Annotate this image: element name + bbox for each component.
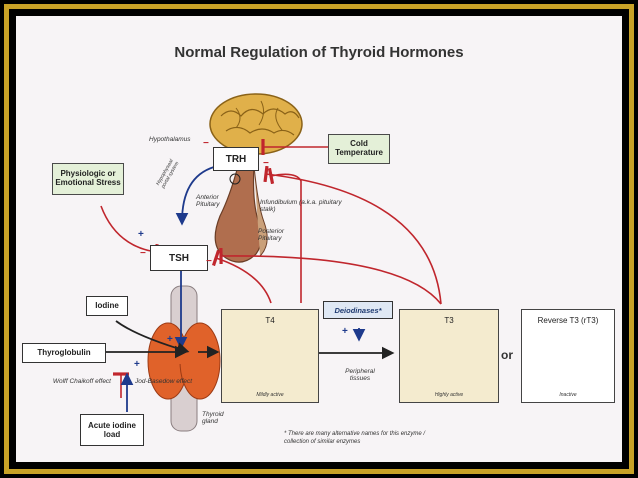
t3-subtitle: Highly active bbox=[434, 392, 464, 398]
tsh-minus-sign: − bbox=[140, 248, 146, 259]
rt3-subtitle: Inactive bbox=[559, 392, 577, 398]
cold-minus-sign: − bbox=[263, 158, 269, 169]
peripheral-tissues-label: Peripheral tissues bbox=[345, 368, 375, 383]
anterior-pituitary-label: Anterior Pituitary bbox=[196, 194, 220, 209]
trh-plus-sign: + bbox=[138, 229, 144, 240]
posterior-pituitary-label: Posterior Pituitary bbox=[258, 228, 285, 243]
thyroid-illustration bbox=[147, 285, 221, 432]
t4-subtitle: Mildly active bbox=[256, 392, 284, 398]
tsh-plus-sign: + bbox=[167, 334, 173, 345]
jod-plus-sign: + bbox=[134, 359, 140, 370]
t4-box: T4 Mildly active bbox=[221, 309, 319, 403]
stress-to-trh-line bbox=[160, 183, 170, 243]
t3-to-tsh-line bbox=[219, 247, 442, 305]
thyroglobulin-box: Thyroglobulin bbox=[22, 343, 106, 363]
t4-to-tsh-line bbox=[211, 249, 272, 304]
stress-box: Physiologic or Emotional Stress bbox=[52, 163, 124, 195]
wolff-chaikoff-label: Wolff Chaikoff effect bbox=[52, 378, 111, 385]
rt3-title: Reverse T3 (rT3) bbox=[537, 316, 599, 325]
t4-title: T4 bbox=[265, 316, 275, 325]
stress-to-tsh-line bbox=[100, 205, 159, 261]
rt3-box: Reverse T3 (rT3) Inactive bbox=[521, 309, 615, 403]
cold-temperature-box: Cold Temperature bbox=[328, 134, 390, 164]
slide: Normal Regulation of Thyroid Hormones bbox=[16, 16, 622, 462]
trh-to-pituitary-arrow bbox=[175, 166, 215, 226]
brain-illustration bbox=[209, 93, 303, 155]
deiodinases-box: Deiodinases* bbox=[323, 301, 393, 319]
infundibulum-label: Infundibulum (a.k.a. pituitary stalk) bbox=[260, 199, 342, 214]
diagram-graphics bbox=[100, 93, 597, 432]
iodine-arrow bbox=[115, 320, 190, 355]
trh-minus-sign: − bbox=[203, 138, 209, 149]
deiodinase-plus-sign: + bbox=[342, 326, 348, 337]
enzyme-footnote: * There are many alternative names for t… bbox=[284, 431, 426, 445]
tsh-minus-sign-right: − bbox=[206, 256, 212, 267]
pituitary-illustration bbox=[214, 165, 268, 263]
thyroid-gland-label: Thyroid gland bbox=[202, 411, 224, 426]
t3-box: T3 Highly active bbox=[399, 309, 499, 403]
or-label: or bbox=[501, 348, 513, 362]
trh-box: TRH bbox=[213, 147, 259, 171]
jod-basedow-label: Jod-Basedow effect bbox=[135, 378, 193, 385]
t3-to-trh-line bbox=[263, 165, 442, 305]
tsh-box: TSH bbox=[150, 245, 208, 271]
hypothalamus-label: Hypothalamus bbox=[149, 136, 191, 143]
iodine-box: Iodine bbox=[86, 296, 128, 316]
page-title: Normal Regulation of Thyroid Hormones bbox=[174, 44, 464, 61]
t3-title: T3 bbox=[444, 316, 454, 325]
acute-iodine-box: Acute iodine load bbox=[80, 414, 144, 446]
